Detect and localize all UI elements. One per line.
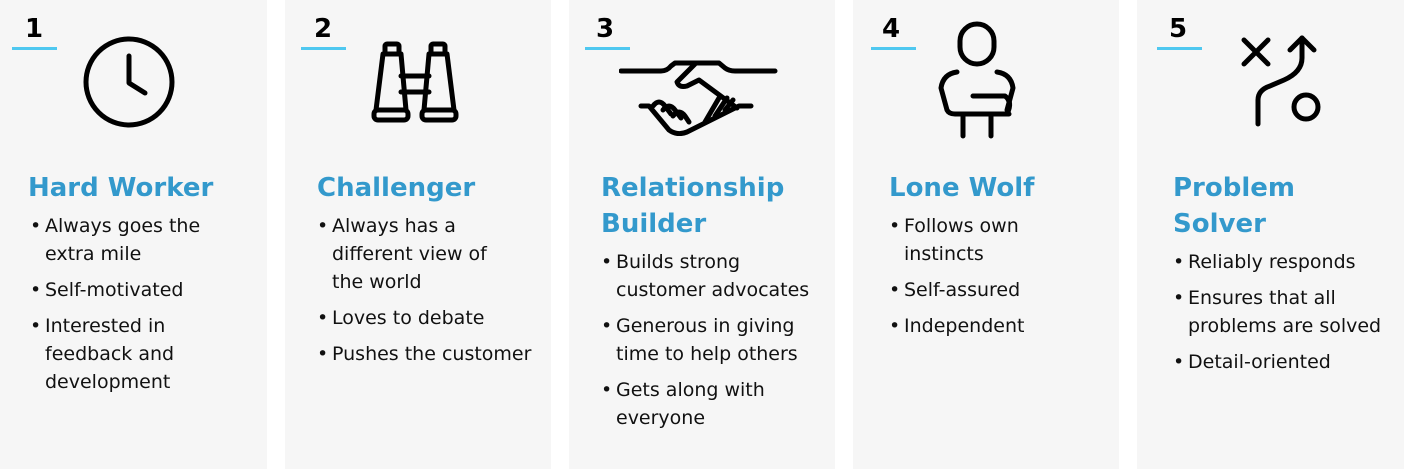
list-item: Self-assured [889, 276, 1111, 304]
profile-card-lone-wolf: 4 Lone Wolf Follows own instincts Self-a… [853, 0, 1119, 469]
number-underline [585, 47, 630, 50]
binoculars-icon [371, 41, 459, 123]
profile-card-problem-solver: 5 Problem Solver Reliably responds Ensur… [1137, 0, 1404, 469]
list-item: Always goes the extra mile [30, 212, 215, 268]
list-item: Self-motivated [30, 276, 259, 304]
card-number: 2 [314, 14, 333, 44]
card-number: 4 [882, 14, 901, 44]
profile-card-challenger: 2 Challenger Always has a different view… [285, 0, 551, 469]
list-item: Loves to debate [317, 304, 543, 332]
list-item: Follows own instincts [889, 212, 1044, 268]
handshake-icon [619, 60, 778, 136]
card-number: 3 [596, 14, 615, 44]
number-underline [871, 47, 916, 50]
list-item: Interested in feedback and development [30, 312, 185, 396]
number-underline [301, 47, 346, 50]
card-number: 5 [1169, 14, 1188, 44]
strategy-icon [1241, 35, 1321, 127]
card-title: Relationship Builder [601, 173, 785, 239]
number-underline [12, 47, 57, 50]
card-title: Problem Solver [1173, 173, 1295, 239]
list-item: Gets along with everyone [601, 376, 786, 432]
bullet-list: Always goes the extra mile Self-motivate… [30, 212, 259, 404]
clock-icon [83, 36, 175, 128]
card-title: Lone Wolf [889, 173, 1035, 203]
list-item: Detail-oriented [1173, 348, 1396, 376]
number-underline [1157, 47, 1202, 50]
list-item: Independent [889, 312, 1111, 340]
list-item: Always has a different view of the world [317, 212, 502, 296]
card-title: Challenger [317, 173, 476, 203]
bullet-list: Always has a different view of the world… [317, 212, 543, 376]
list-item: Ensures that all problems are solved [1173, 284, 1388, 340]
list-item: Pushes the customer [317, 340, 543, 368]
card-title: Hard Worker [28, 173, 214, 203]
card-number: 1 [25, 14, 44, 44]
bullet-list: Follows own instincts Self-assured Indep… [889, 212, 1111, 348]
profile-card-hard-worker: 1 Hard Worker Always goes the extra mile… [0, 0, 267, 469]
profile-card-relationship-builder: 3 Relationship Builder Builds strong cus… [569, 0, 835, 469]
list-item: Generous in giving time to help others [601, 312, 816, 368]
person-crossed-arms-icon [938, 21, 1016, 139]
list-item: Builds strong customer advocates [601, 248, 826, 304]
bullet-list: Builds strong customer advocates Generou… [601, 248, 827, 440]
list-item: Reliably responds [1173, 248, 1396, 276]
bullet-list: Reliably responds Ensures that all probl… [1173, 248, 1396, 384]
